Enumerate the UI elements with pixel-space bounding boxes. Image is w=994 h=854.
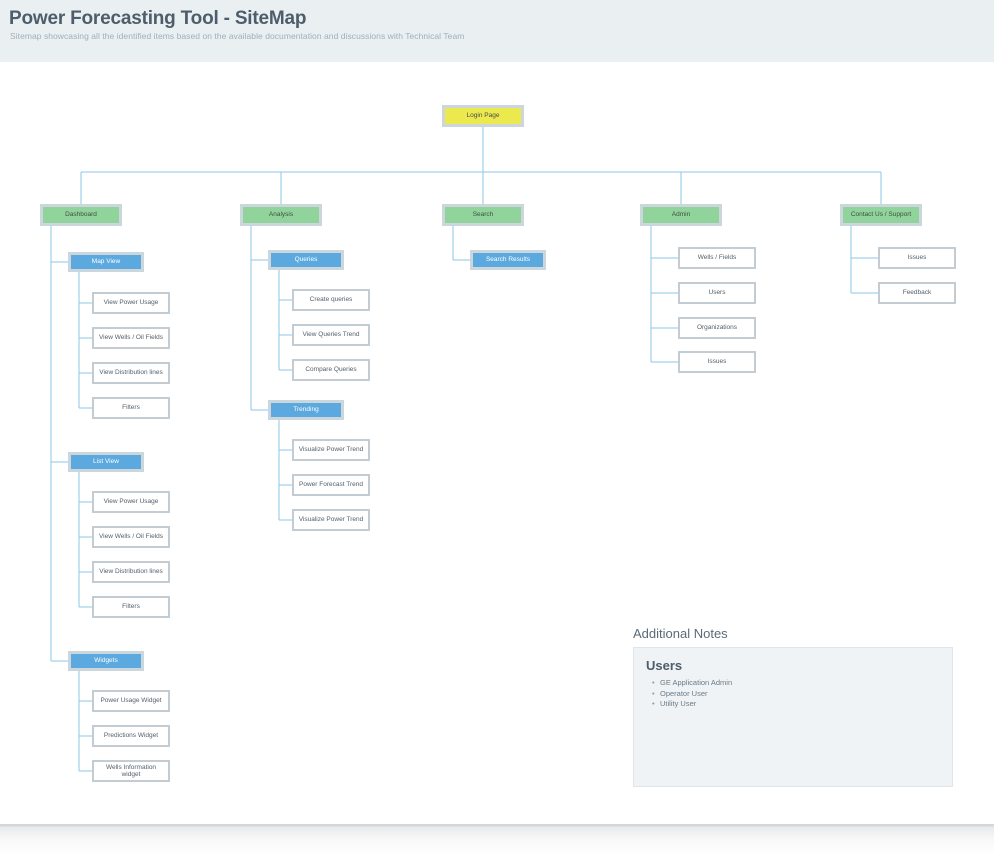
notes-list-item: Utility User bbox=[652, 699, 732, 710]
node-label: List View bbox=[93, 458, 119, 466]
node-label: Create queries bbox=[309, 296, 353, 304]
node-group-map-view[interactable]: Map View bbox=[68, 252, 144, 272]
node-label: View Distribution lines bbox=[99, 568, 163, 576]
node-label: Filters bbox=[122, 404, 140, 412]
node-label: Contact Us / Support bbox=[850, 211, 912, 219]
node-leaf[interactable]: View Distribution lines bbox=[92, 362, 170, 384]
node-label: Visualize Power Trend bbox=[298, 516, 364, 524]
notes-list-item: Operator User bbox=[652, 689, 732, 700]
node-leaf[interactable]: Feedback bbox=[878, 282, 956, 304]
node-label: View Wells / Oil Fields bbox=[98, 533, 164, 541]
node-leaf[interactable]: Create queries bbox=[292, 289, 370, 311]
node-label: View Power Usage bbox=[103, 299, 159, 307]
node-label: View Distribution lines bbox=[99, 369, 163, 377]
node-section-contact-us-support[interactable]: Contact Us / Support bbox=[840, 204, 922, 226]
node-label: Issues bbox=[707, 358, 727, 366]
node-group-queries[interactable]: Queries bbox=[268, 250, 344, 270]
notes-list-item: GE Application Admin bbox=[652, 678, 732, 689]
node-leaf[interactable]: Power Usage Widget bbox=[92, 690, 170, 712]
node-leaf[interactable]: View Queries Trend bbox=[292, 324, 370, 346]
node-group-widgets[interactable]: Widgets bbox=[68, 651, 144, 671]
node-label: Admin bbox=[671, 211, 691, 219]
node-label: Login Page bbox=[466, 112, 500, 120]
node-label: Filters bbox=[122, 603, 140, 611]
node-label: View Wells / Oil Fields bbox=[98, 334, 164, 342]
node-leaf[interactable]: View Wells / Oil Fields bbox=[92, 526, 170, 548]
node-leaf[interactable]: Compare Queries bbox=[292, 359, 370, 381]
node-group-list-view[interactable]: List View bbox=[68, 452, 144, 472]
node-label: Trending bbox=[293, 406, 319, 414]
node-label: Map View bbox=[91, 258, 121, 266]
node-leaf[interactable]: View Power Usage bbox=[92, 292, 170, 314]
node-label: Users bbox=[708, 289, 726, 297]
node-label: Queries bbox=[294, 256, 318, 264]
node-label: Search Results bbox=[485, 256, 531, 264]
page-title: Power Forecasting Tool - SiteMap bbox=[9, 8, 307, 29]
node-group-search-results[interactable]: Search Results bbox=[470, 250, 546, 270]
node-leaf[interactable]: Issues bbox=[878, 247, 956, 269]
node-leaf[interactable]: View Power Usage bbox=[92, 491, 170, 513]
node-leaf[interactable]: View Wells / Oil Fields bbox=[92, 327, 170, 349]
node-leaf[interactable]: Users bbox=[678, 282, 756, 304]
node-leaf[interactable]: Filters bbox=[92, 596, 170, 618]
node-section-analysis[interactable]: Analysis bbox=[240, 204, 322, 226]
node-section-search[interactable]: Search bbox=[442, 204, 524, 226]
page-header: Power Forecasting Tool - SiteMap Sitemap… bbox=[0, 0, 994, 63]
node-label: Power Usage Widget bbox=[100, 697, 162, 705]
node-leaf[interactable]: Organizations bbox=[678, 317, 756, 339]
node-label: Dashboard bbox=[65, 211, 97, 219]
node-leaf[interactable]: Wells Information widget bbox=[92, 760, 170, 782]
node-leaf[interactable]: Issues bbox=[678, 351, 756, 373]
node-leaf[interactable]: Power Forecast Trend bbox=[292, 474, 370, 496]
node-leaf[interactable]: Visualize Power Trend bbox=[292, 439, 370, 461]
node-label: Widgets bbox=[94, 657, 118, 665]
node-label: Wells / Fields bbox=[697, 254, 737, 262]
node-leaf[interactable]: View Distribution lines bbox=[92, 561, 170, 583]
node-label: Issues bbox=[907, 254, 927, 262]
node-label: View Power Usage bbox=[103, 498, 159, 506]
node-label: Predictions Widget bbox=[103, 732, 159, 740]
node-label: Organizations bbox=[696, 324, 738, 332]
node-label: Wells Information widget bbox=[105, 763, 157, 778]
node-label: Feedback bbox=[902, 289, 932, 297]
node-label: Analysis bbox=[268, 211, 294, 219]
node-label: Power Forecast Trend bbox=[299, 481, 363, 489]
node-label: Visualize Power Trend bbox=[298, 446, 364, 454]
node-group-trending[interactable]: Trending bbox=[268, 400, 344, 420]
bottom-bar bbox=[0, 824, 994, 854]
notes-heading: Users bbox=[646, 658, 683, 673]
page-subtitle: Sitemap showcasing all the identified it… bbox=[10, 31, 465, 41]
node-leaf[interactable]: Filters bbox=[92, 397, 170, 419]
node-label: View Queries Trend bbox=[302, 331, 360, 339]
notes-list: GE Application AdminOperator UserUtility… bbox=[646, 678, 732, 710]
node-leaf[interactable]: Wells / Fields bbox=[678, 247, 756, 269]
node-section-admin[interactable]: Admin bbox=[640, 204, 722, 226]
node-section-dashboard[interactable]: Dashboard bbox=[40, 204, 122, 226]
notes-title: Additional Notes bbox=[633, 626, 728, 641]
node-label: Search bbox=[472, 211, 494, 219]
node-leaf[interactable]: Visualize Power Trend bbox=[292, 509, 370, 531]
node-login-page[interactable]: Login Page bbox=[442, 105, 524, 127]
node-label: Compare Queries bbox=[305, 366, 357, 374]
node-leaf[interactable]: Predictions Widget bbox=[92, 725, 170, 747]
additional-notes-panel: Users GE Application AdminOperator UserU… bbox=[633, 647, 953, 787]
